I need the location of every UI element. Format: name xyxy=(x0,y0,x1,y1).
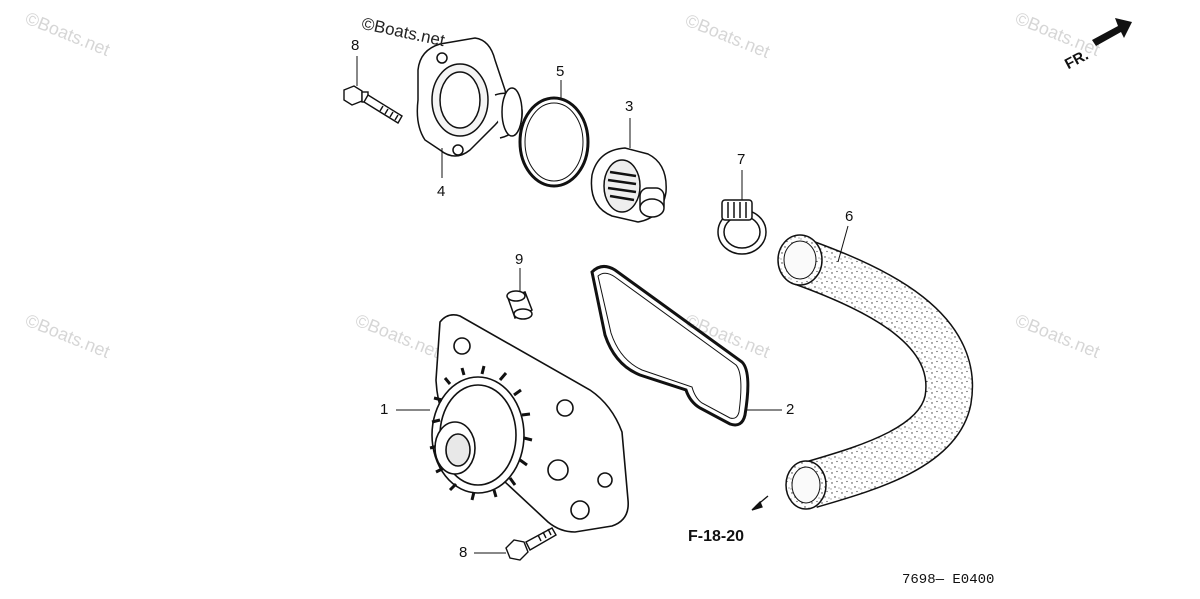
hose-clamp xyxy=(717,199,767,255)
callout-8-lower: 8 xyxy=(459,544,468,561)
thermostat xyxy=(590,147,667,223)
bolt-lower xyxy=(505,527,557,561)
callout-1: 1 xyxy=(380,401,389,418)
water-hose xyxy=(777,234,974,510)
callout-6: 6 xyxy=(845,208,854,225)
leader-lines xyxy=(356,56,849,554)
thermostat-cover xyxy=(416,37,523,157)
gasket xyxy=(590,265,750,427)
bolt-upper xyxy=(343,85,403,124)
callout-2: 2 xyxy=(786,401,795,418)
water-pump xyxy=(429,314,629,533)
direction-arrow-icon xyxy=(1092,18,1132,46)
callout-7: 7 xyxy=(737,151,746,168)
callout-3: 3 xyxy=(625,98,634,115)
o-ring xyxy=(518,96,590,188)
callout-4: 4 xyxy=(437,183,446,200)
callout-8-upper: 8 xyxy=(351,37,360,54)
reference-label: F-18-20 xyxy=(688,528,745,545)
reference-arrow xyxy=(751,495,769,511)
callout-5: 5 xyxy=(556,63,565,80)
diagram-code: 7698— E0400 xyxy=(902,572,995,588)
callout-9: 9 xyxy=(515,251,524,268)
dowel-pin xyxy=(506,290,533,320)
